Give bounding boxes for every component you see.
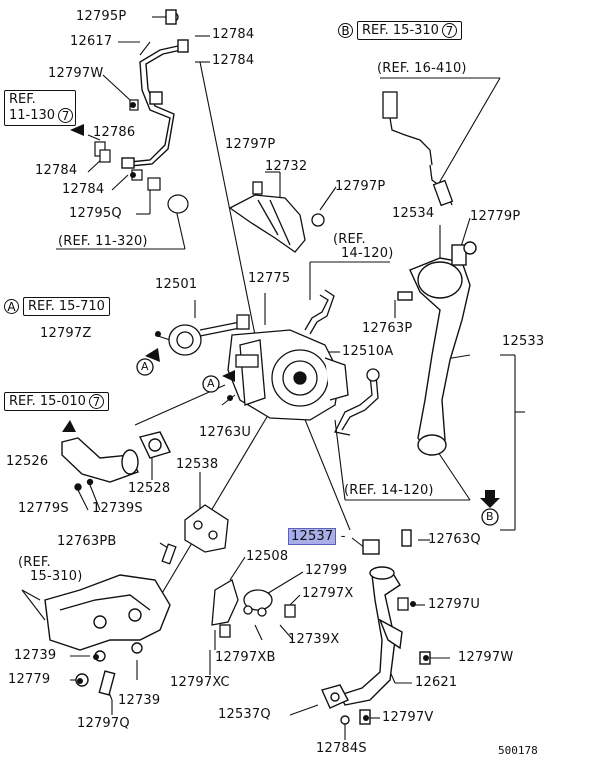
part-label[interactable]: 12797P: [335, 179, 386, 194]
direction-arrows: [62, 124, 500, 508]
part-label[interactable]: 12784: [35, 163, 78, 178]
part-label[interactable]: 12538: [176, 457, 219, 472]
part-label[interactable]: 12617: [70, 34, 113, 49]
part-label[interactable]: 12795Q: [69, 206, 122, 221]
ref-line1: REF.: [9, 92, 36, 107]
part-label[interactable]: 12784: [212, 27, 255, 42]
part-label[interactable]: 12763P: [362, 321, 413, 336]
part-label[interactable]: 12779: [8, 672, 51, 687]
part-label[interactable]: 12526: [6, 454, 49, 469]
highlighted-part-number: 12537: [288, 528, 337, 545]
part-label[interactable]: 12739X: [288, 632, 340, 647]
part-label[interactable]: 12501: [155, 277, 198, 292]
part-label[interactable]: 12797XC: [170, 675, 230, 690]
part-label[interactable]: 12797W: [458, 650, 514, 665]
part-label[interactable]: 12763Q: [428, 532, 481, 547]
part-label[interactable]: 12797U: [428, 597, 481, 612]
leader-lines: [21, 16, 525, 740]
part-label[interactable]: 12799: [305, 563, 348, 578]
wastegate-actuator: [168, 314, 250, 356]
oil-return-pipe: [304, 289, 380, 436]
part-label[interactable]: 12797P: [225, 137, 276, 152]
part-label[interactable]: 12510A: [342, 344, 394, 359]
part-label[interactable]: 12786: [93, 125, 136, 140]
part-label[interactable]: 12797Q: [77, 716, 130, 731]
part-label[interactable]: 12797W: [48, 66, 104, 81]
part-label[interactable]: 12739: [118, 693, 161, 708]
ref-line1: (REF.: [333, 232, 366, 247]
diagram-code: 500178: [498, 744, 538, 757]
ref-number: 7: [88, 394, 104, 409]
oil-pipe: [121, 9, 189, 169]
part-label[interactable]: 12528: [128, 481, 171, 496]
part-label[interactable]: 12763U: [199, 425, 252, 440]
ref-14-120-mid[interactable]: (REF. 14-120): [344, 483, 434, 498]
ref-number: 7: [441, 23, 457, 38]
ref-16-410[interactable]: (REF. 16-410): [377, 61, 467, 76]
part-label-highlighted[interactable]: 12537 -: [288, 528, 346, 545]
ref-marker-b: B: [338, 23, 353, 38]
exhaust-bracket: [211, 579, 409, 638]
part-label[interactable]: 12797XB: [215, 650, 276, 665]
part-label[interactable]: 12779S: [18, 501, 69, 516]
part-label[interactable]: 12537Q: [218, 707, 271, 722]
part-label[interactable]: 12797Z: [40, 326, 92, 341]
part-label[interactable]: 12797X: [302, 586, 354, 601]
ref-text: REF. 15-010: [9, 394, 86, 409]
part-label[interactable]: 12763PB: [57, 534, 117, 549]
part-label[interactable]: 12797V: [382, 710, 434, 725]
part-label[interactable]: 12534: [392, 206, 435, 221]
intake-hose: [61, 431, 171, 491]
part-label[interactable]: 12508: [246, 549, 289, 564]
turbocharger-assembly: [227, 329, 349, 421]
marker-b-1: B: [486, 510, 494, 523]
part-label[interactable]: 12779P: [470, 209, 521, 224]
ref-15-710[interactable]: A REF. 15-710: [4, 295, 110, 316]
part-label[interactable]: 12775: [248, 271, 291, 286]
ref-line1: (REF.: [18, 555, 51, 570]
part-label[interactable]: 12533: [502, 334, 545, 349]
ref-line2: 11-130: [9, 108, 56, 123]
part-label[interactable]: 12795P: [76, 9, 127, 24]
part-label[interactable]: 12621: [415, 675, 458, 690]
oxygen-sensor: [382, 91, 454, 207]
marker-a-1: A: [141, 360, 149, 373]
callout-dots: [77, 102, 429, 721]
part-label[interactable]: 12739: [14, 648, 57, 663]
reference-markers: [136, 358, 499, 526]
front-exhaust-pipe: [397, 241, 477, 547]
part-label[interactable]: 12784S: [316, 741, 367, 756]
part-label[interactable]: 12732: [265, 159, 308, 174]
ref-14-120-top[interactable]: (REF. 14-120): [333, 233, 394, 261]
ref-11-320[interactable]: (REF. 11-320): [58, 234, 148, 249]
ref-line2: 14-120): [341, 246, 394, 261]
part-label[interactable]: 12739S: [92, 501, 143, 516]
ref-line2: 15-310): [30, 569, 83, 584]
heat-protector: [228, 181, 325, 253]
part-label[interactable]: 12784: [62, 182, 105, 197]
exhaust-manifold: [44, 574, 171, 696]
ref-marker-a: A: [4, 299, 19, 314]
marker-a-2: A: [207, 377, 215, 390]
ref-text: REF. 15-710: [23, 297, 110, 316]
ref-number: 7: [58, 108, 74, 123]
bracket: [161, 504, 229, 565]
ref-15-310-low[interactable]: (REF. 15-310): [18, 556, 83, 584]
ref-text: REF. 15-310: [362, 23, 439, 38]
part-label[interactable]: 12784: [212, 53, 255, 68]
